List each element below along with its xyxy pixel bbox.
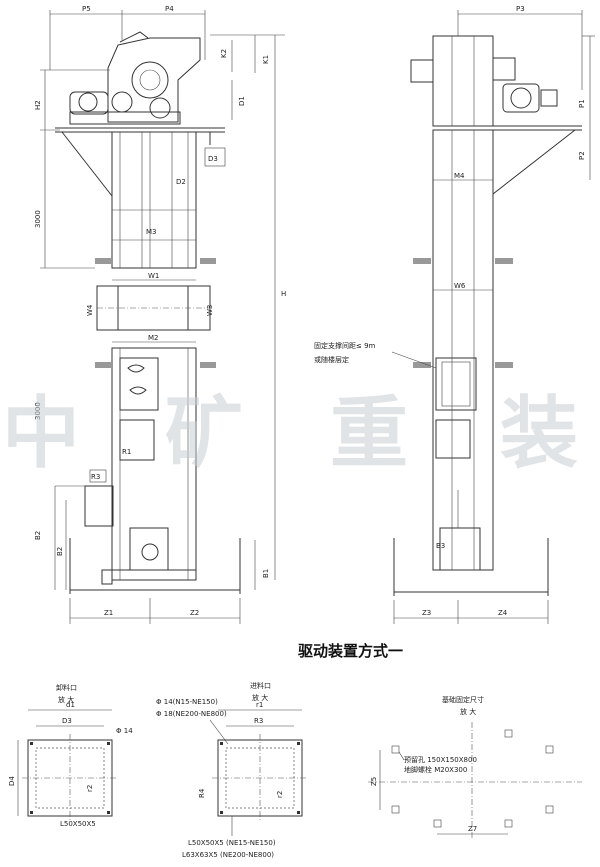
- label-m3: M3: [146, 228, 157, 236]
- foundation-dim-z7: Z7: [468, 825, 477, 833]
- dim-k1: K1: [262, 55, 270, 64]
- dim-p5: P5: [82, 5, 91, 13]
- foundation-title: 基础固定尺寸: [442, 695, 484, 704]
- foundation-subtitle: 放 大: [460, 707, 476, 716]
- inlet-angle-note-1: L50X50X5 (NE15-NE150): [188, 839, 276, 847]
- label-r3: R3: [91, 473, 100, 481]
- dim-z1: Z1: [104, 609, 113, 617]
- label-m4: M4: [454, 172, 465, 180]
- front-view: P5 P4 K1 K2 D1 D3 H H2 3000: [34, 5, 286, 624]
- dim-z4: Z4: [498, 609, 508, 617]
- outlet-angle-label: L50X50X5: [60, 820, 96, 828]
- dim-p2: P2: [578, 151, 586, 160]
- dim-p1: P1: [578, 99, 586, 108]
- dim-b2-a: B2: [34, 531, 42, 540]
- inlet-subtitle: 放 大: [252, 693, 268, 702]
- detail-outlet: 卸料口 放 大 d1 D3 Φ 14 D4 r2 L50X50X5: [8, 683, 133, 828]
- dim-3000-lower: 3000: [34, 402, 42, 420]
- label-b3: B3: [436, 542, 445, 550]
- outlet-dim-r2: r2: [86, 785, 94, 792]
- inlet-angle-note-2: L63X63X5 (NE200-NE800): [182, 851, 274, 859]
- detail-inlet: 进料口 放 大 Φ 14(N15-NE150) Φ 18(NE200-NE800…: [156, 681, 308, 859]
- watermark-char-2: 矿: [165, 389, 243, 479]
- dim-z2: Z2: [190, 609, 199, 617]
- dim-p3: P3: [516, 5, 525, 13]
- inlet-bolt-note-1: Φ 14(N15-NE150): [156, 698, 218, 706]
- inlet-dim-r2: r2: [276, 791, 284, 798]
- watermark: 中 矿 重 装: [2, 389, 578, 479]
- outlet-title: 卸料口: [56, 683, 77, 692]
- dim-d3: D3: [208, 155, 218, 163]
- dim-d1: D1: [238, 96, 246, 106]
- label-d2: D2: [176, 178, 186, 186]
- label-m2: M2: [148, 334, 159, 342]
- dim-h2: H2: [34, 100, 42, 110]
- drawing-caption: 驱动装置方式一: [298, 642, 403, 660]
- inlet-dim-r3: R3: [254, 717, 263, 725]
- outlet-dim-d3: D3: [62, 717, 72, 725]
- dim-h: H: [281, 290, 286, 298]
- inlet-dim-r4: R4: [198, 788, 206, 798]
- detail-foundation: 基础固定尺寸 放 大 预留孔 150X150X800 地脚螺栓 M20X300 …: [368, 695, 582, 838]
- outlet-dim-d4: D4: [8, 776, 16, 786]
- label-w1: W1: [148, 272, 159, 280]
- outlet-subtitle: 放 大: [58, 695, 74, 704]
- support-note-line2: 或随楼层定: [314, 355, 349, 364]
- label-b1: B1: [262, 569, 270, 578]
- label-w6: W6: [454, 282, 466, 290]
- outlet-bolt-dia: Φ 14: [116, 727, 133, 735]
- inlet-title: 进料口: [250, 681, 271, 690]
- inlet-dim-r1: r1: [256, 701, 263, 709]
- watermark-char-1: 中: [2, 389, 80, 479]
- watermark-char-3: 重: [330, 389, 408, 479]
- dim-z3: Z3: [422, 609, 431, 617]
- label-w4: W4: [86, 304, 94, 316]
- foundation-note-bolts: 地脚螺栓 M20X300: [404, 765, 467, 774]
- foundation-dim-z5: Z5: [370, 777, 378, 786]
- dim-p4: P4: [165, 5, 174, 13]
- dim-b2-b: B2: [56, 547, 64, 556]
- label-w3: W3: [206, 305, 214, 316]
- inlet-bolt-note-2: Φ 18(NE200-NE800): [156, 710, 227, 718]
- watermark-char-4: 装: [500, 389, 578, 479]
- label-r1: R1: [122, 448, 131, 456]
- support-note-line1: 固定支撑间距≤ 9m: [314, 341, 376, 350]
- side-view: P3 P1 P2 M4 W6: [314, 5, 595, 624]
- dim-3000-upper: 3000: [34, 210, 42, 228]
- foundation-note-holes: 预留孔 150X150X800: [404, 755, 477, 764]
- outlet-dim-d1: d1: [66, 701, 75, 709]
- dim-k2: K2: [220, 49, 228, 58]
